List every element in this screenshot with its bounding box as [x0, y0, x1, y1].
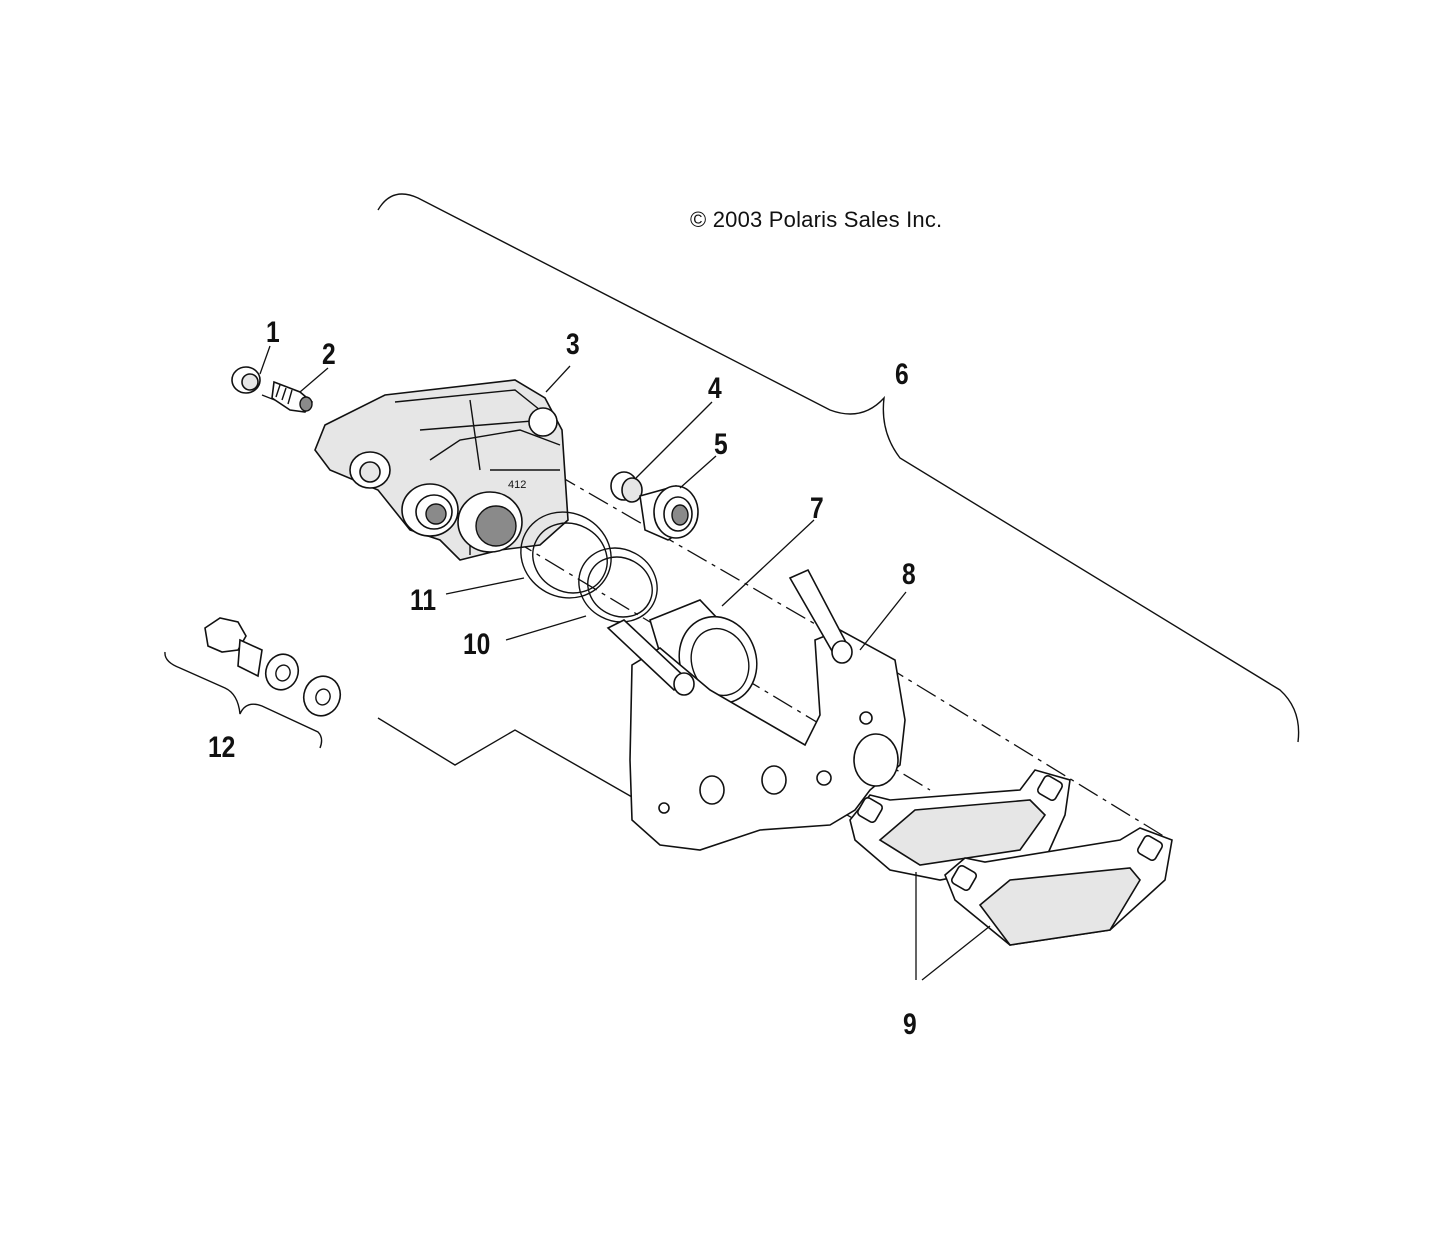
- brake-pads-part: [849, 769, 1173, 946]
- piston-seal-part: [639, 485, 699, 541]
- callout-11: 11: [410, 584, 437, 617]
- mounting-bracket-part: [606, 568, 906, 851]
- callout-8: 8: [902, 558, 916, 591]
- callout-10: 10: [463, 628, 491, 661]
- assembly-brace-6: [377, 193, 1300, 743]
- large-o-ring-part: [520, 511, 612, 599]
- callout-7: 7: [810, 492, 824, 525]
- hardware-brace-12: [164, 651, 323, 749]
- callout-2: 2: [322, 338, 336, 371]
- callout-1: 1: [266, 316, 280, 349]
- callout-12: 12: [208, 731, 236, 764]
- callout-3: 3: [566, 328, 580, 361]
- callout-9: 9: [903, 1008, 917, 1041]
- bolt-and-washers-part: [204, 617, 342, 717]
- copyright-notice: © 2003 Polaris Sales Inc.: [690, 207, 943, 232]
- callout-5: 5: [714, 428, 728, 461]
- caliper-body-part: 412: [314, 379, 569, 561]
- callout-4: 4: [708, 372, 722, 405]
- bleeder-cap-part: [231, 366, 261, 394]
- callout-6: 6: [895, 358, 909, 391]
- mounting-reference-line: [377, 717, 633, 798]
- small-o-ring-part: [578, 547, 658, 623]
- caliper-marking: 412: [508, 479, 526, 491]
- dust-boot-part: [610, 471, 643, 503]
